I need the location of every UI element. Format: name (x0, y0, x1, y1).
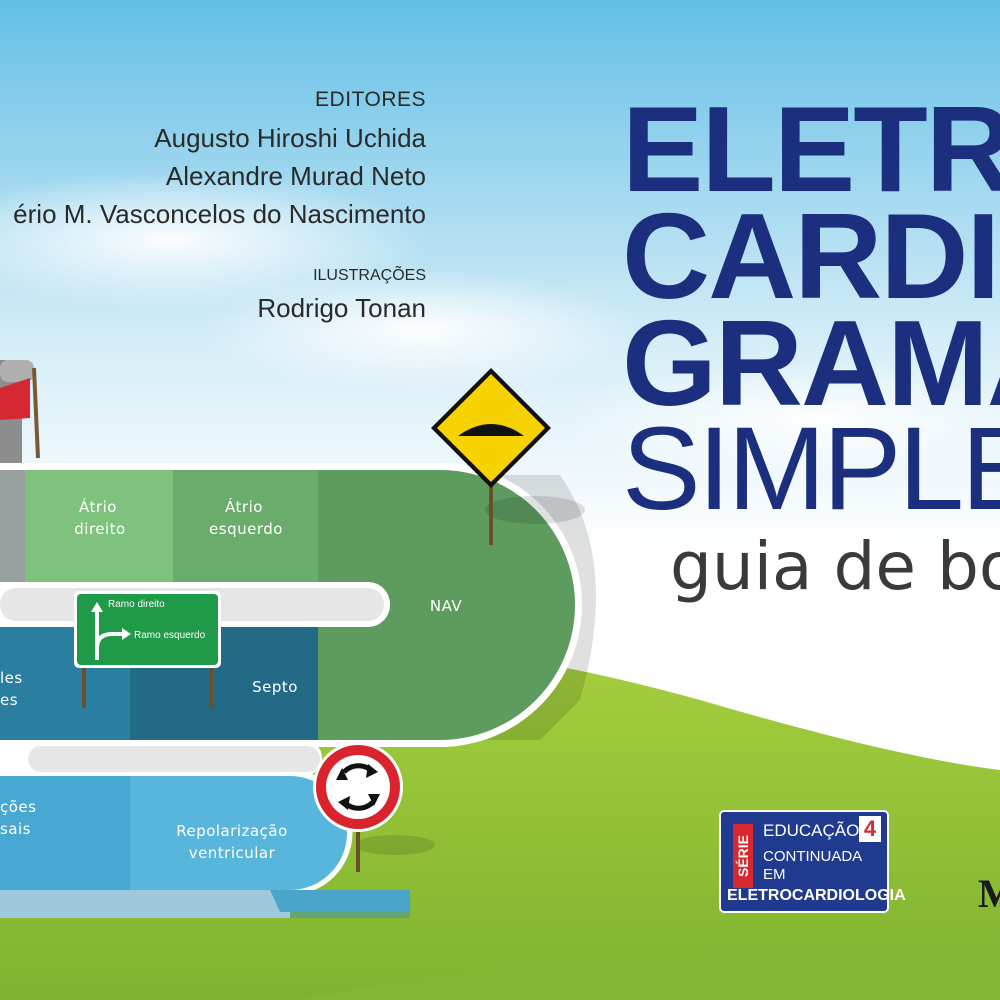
road-lower-gap-shade (28, 746, 320, 772)
editor-name: Augusto Hiroshi Uchida (154, 123, 426, 153)
tower-top (0, 360, 34, 382)
cloud (200, 270, 640, 390)
badge-line-1: EDUCAÇÃO (763, 821, 860, 840)
serie-label: SÉRIE (735, 835, 751, 878)
label-ramos-2: es (0, 691, 18, 709)
direction-sign: Ramo direito Ramo esquerdo (74, 591, 221, 708)
illustrations-label: ILUSTRAÇÕES (313, 267, 426, 284)
editors-label: EDITORES (315, 88, 426, 111)
road-segment-repolarizacao (130, 776, 347, 890)
title-line-3: GRAMA (622, 295, 1000, 431)
flag (0, 378, 30, 420)
arrow-right-icon (95, 632, 124, 649)
label-repolarizacao-2: ventricular (189, 844, 276, 862)
cloud (560, 360, 1000, 480)
editor-name: Alexandre Murad Neto (165, 161, 426, 191)
serie-strip (733, 824, 753, 888)
illustrator-name: Rodrigo Tonan (257, 293, 426, 323)
title-line-1: ELETRO (622, 81, 1000, 217)
label-atrio-direito-1: Átrio (79, 497, 117, 516)
label-atrio-esquerdo-1: Átrio (225, 497, 263, 516)
series-badge: SÉRIE EDUCAÇÃO 4 CONTINUADA EM ELETROCAR… (719, 810, 906, 913)
label-atrio-esquerdo-2: esquerdo (209, 520, 283, 538)
label-repolarizacao-inicial-1: ções (0, 798, 36, 816)
editor-name: ério M. Vasconcelos do Nascimento (13, 199, 426, 229)
publisher-logo: M (978, 871, 1000, 916)
badge-line-4: ELETROCARDIOLOGIA (727, 887, 906, 904)
subtitle: guia de bol (670, 528, 1000, 605)
direction-sign-right: Ramo esquerdo (134, 630, 206, 641)
speed-bump-sign (431, 368, 585, 545)
label-repolarizacao-1: Repolarização (176, 822, 288, 840)
flag-pole (32, 367, 40, 459)
speed-bump-icon (458, 424, 524, 436)
label-repolarizacao-inicial-2: sais (0, 820, 31, 838)
badge-number: 4 (859, 816, 881, 842)
label-atrio-direito-2: direito (74, 520, 125, 538)
cloud (0, 170, 430, 310)
label-septo: Septo (252, 678, 298, 696)
direction-sign-top: Ramo direito (108, 599, 165, 610)
title-line-4: SIMPLES (622, 403, 1000, 535)
road-segment-atrio-direito (25, 470, 173, 582)
label-nav: NAV (430, 597, 463, 615)
badge-line-3: EM (763, 866, 786, 883)
road-edge (0, 890, 410, 918)
grass-foreground (300, 930, 1000, 1000)
badge-line-2: CONTINUADA (763, 848, 863, 865)
road-segment-atrio-esquerdo (173, 470, 318, 582)
road-segment-nav (318, 470, 575, 740)
road-start (0, 470, 25, 582)
roundabout-sign (313, 742, 435, 872)
road-segment-repolarizacao-inicial (0, 776, 130, 890)
title-line-2: CARDIO (622, 188, 1000, 324)
label-ramos-1: les (0, 669, 23, 687)
